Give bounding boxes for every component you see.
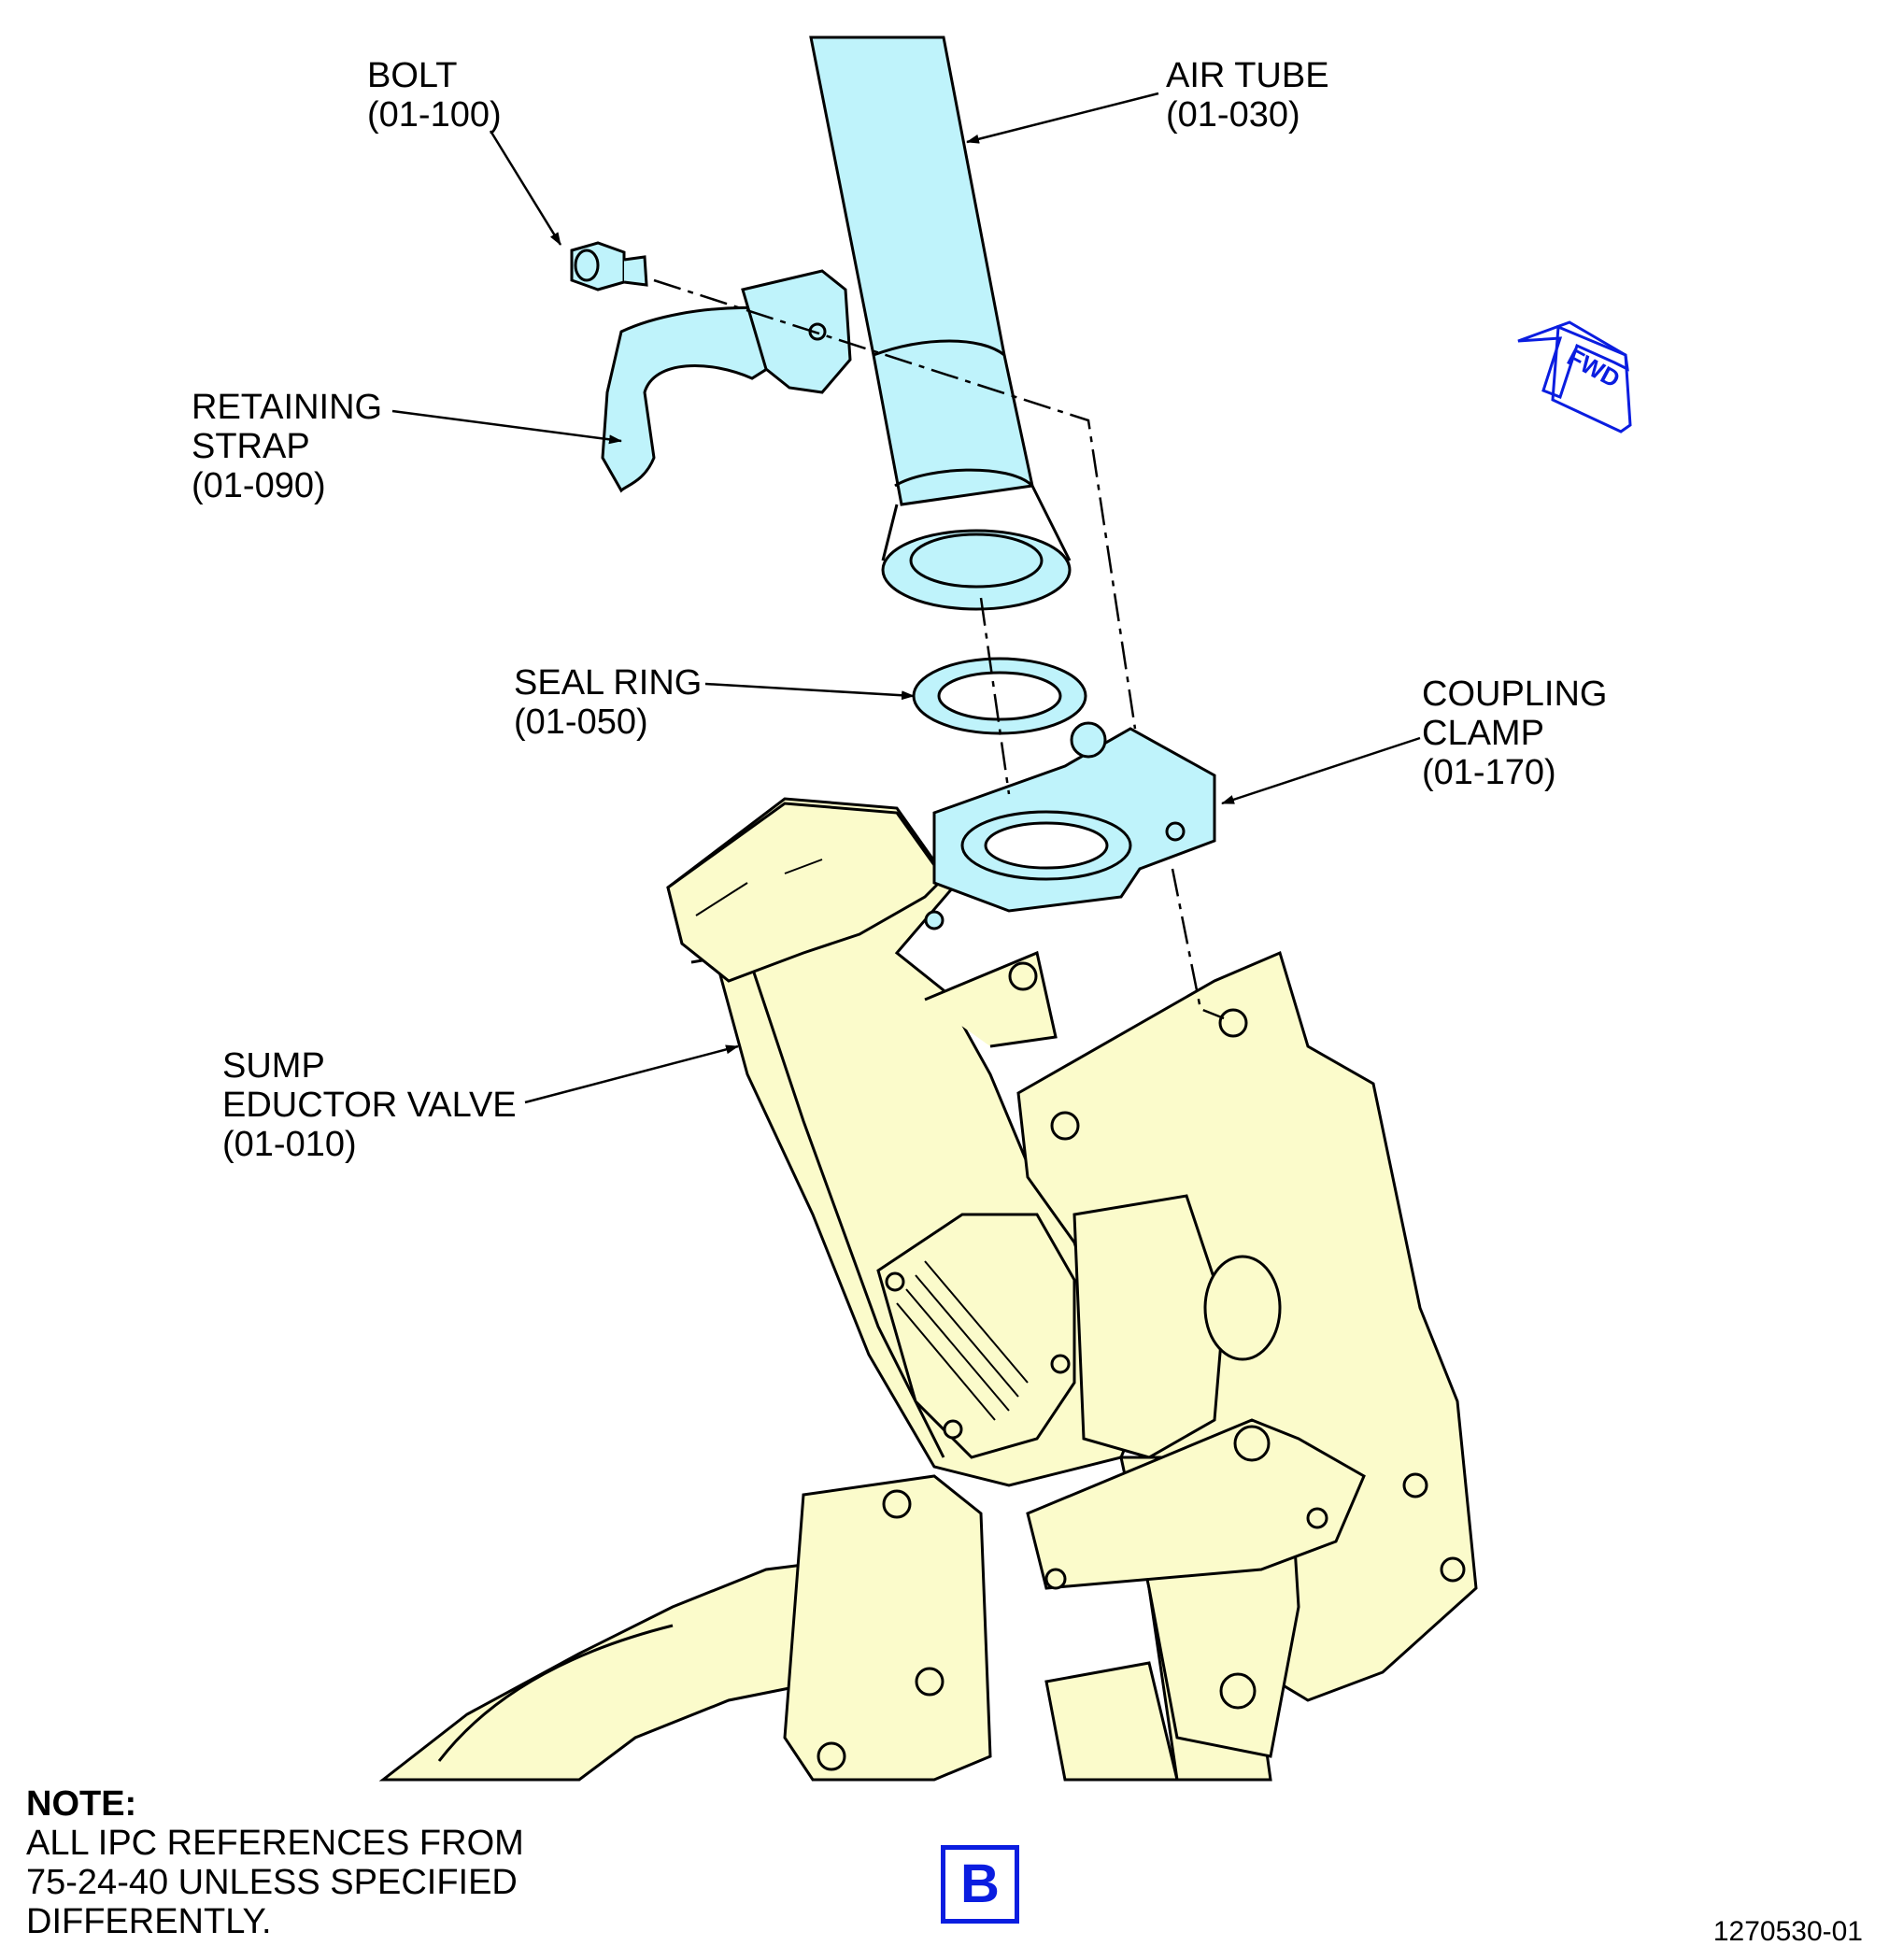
coupling-clamp-callout: COUPLING CLAMP (01-170) bbox=[1422, 675, 1608, 792]
air-tube-callout: AIR TUBE (01-030) bbox=[1166, 56, 1329, 135]
valve-inlet-flange bbox=[666, 802, 945, 983]
retaining-strap bbox=[601, 269, 852, 493]
coupling-clamp bbox=[924, 721, 1216, 930]
note-text: ALL IPC REFERENCES FROM 75-24-40 UNLESS … bbox=[26, 1824, 524, 1941]
sump-eductor-valve-callout: SUMP EDUCTOR VALVE (01-010) bbox=[222, 1046, 517, 1164]
figure-number: 1270530-01 bbox=[1712, 1916, 1863, 1947]
air-tube bbox=[809, 36, 1072, 611]
seal-ring-callout: SEAL RING (01-050) bbox=[514, 663, 703, 742]
leader-lines bbox=[391, 92, 1421, 1104]
note-title: NOTE: bbox=[26, 1784, 137, 1824]
bolt bbox=[570, 241, 648, 291]
assembly-centerlines bbox=[653, 278, 1225, 1020]
sump-eductor-valve bbox=[666, 797, 1478, 1758]
retaining-strap-callout: RETAINING STRAP (01-090) bbox=[192, 388, 383, 505]
view-label: B bbox=[941, 1845, 1019, 1924]
seal-ring bbox=[912, 657, 1087, 735]
fwd-arrow-icon: FWD bbox=[1517, 320, 1632, 433]
bolt-callout: BOLT (01-100) bbox=[367, 56, 502, 135]
